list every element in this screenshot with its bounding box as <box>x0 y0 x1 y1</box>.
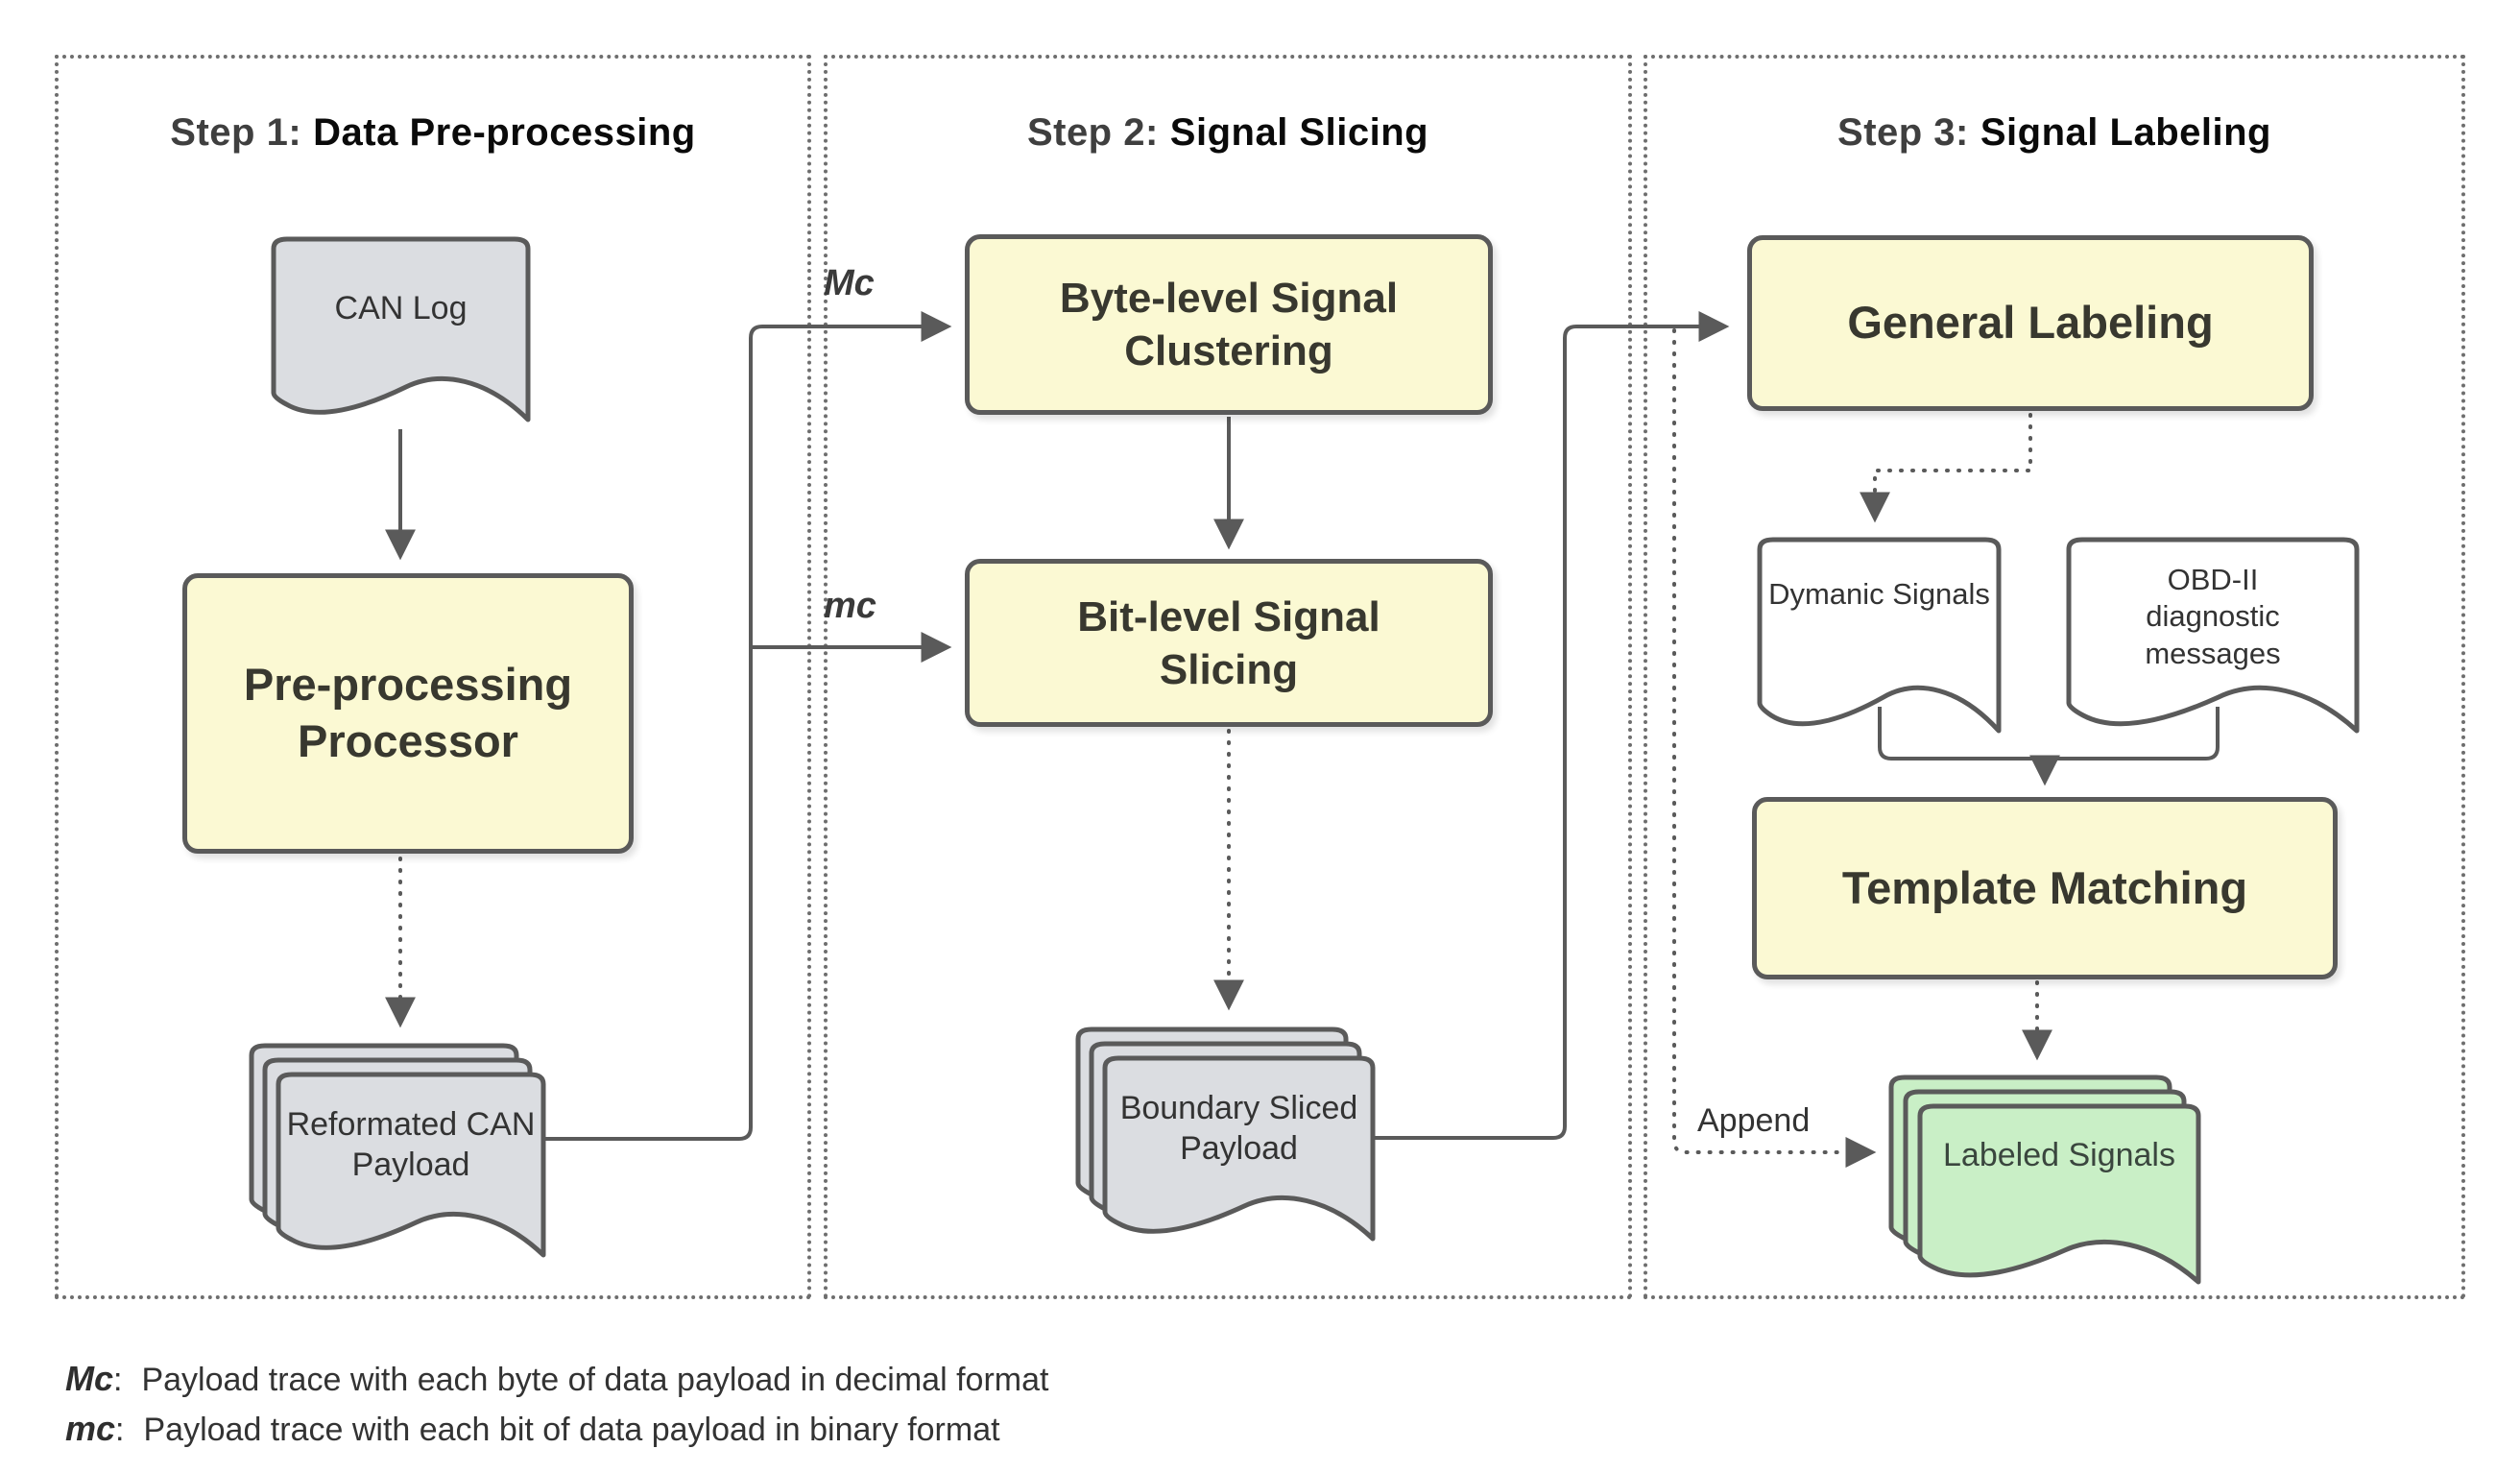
node-preprocessing-processor-label: Pre-processing Processor <box>243 659 573 766</box>
step3-title: Step 3: Signal Labeling <box>1644 111 2465 155</box>
node-template-matching-label: Template Matching <box>1841 861 2248 913</box>
legend-term-mc: mc <box>65 1409 116 1448</box>
node-preprocessing-processor: Pre-processing Processor <box>182 573 634 854</box>
node-reformated-payload-label: Reformated CAN Payload <box>286 1106 536 1184</box>
step1-title: Step 1: Data Pre-processing <box>55 111 811 155</box>
step2-title-prefix: Step 2: <box>1026 111 1159 154</box>
node-bit-level-slicing: Bit-level Signal Slicing <box>965 559 1493 727</box>
node-general-labeling-label: General Labeling <box>1847 297 2214 349</box>
node-general-labeling: General Labeling <box>1747 235 2314 411</box>
legend-row-Mc: Mc: Payload trace with each byte of data … <box>65 1354 1048 1404</box>
node-dynamic-signals-label: Dymanic Signals <box>1768 577 1990 611</box>
node-boundary-payload-label: Boundary Sliced Payload <box>1119 1090 1358 1168</box>
step3-title-text: Signal Labeling <box>1980 111 2271 154</box>
node-bit-level-slicing-label: Bit-level Signal Slicing <box>1077 592 1380 693</box>
step3-title-prefix: Step 3: <box>1837 111 1969 154</box>
node-byte-level-clustering-label: Byte-level Signal Clustering <box>1059 275 1399 374</box>
node-obd-messages-text: OBD-II diagnostic messages <box>2145 563 2281 670</box>
node-can-log-label: CAN Log <box>334 290 468 326</box>
node-obd-messages-label: OBD-II diagnostic messages <box>2069 562 2357 672</box>
edge-label-append: Append <box>1697 1102 1811 1139</box>
step2-title: Step 2:Signal Slicing <box>824 111 1632 155</box>
legend-colon: : <box>115 1412 125 1448</box>
legend-desc-mc: Payload trace with each bit of data payl… <box>143 1412 1000 1448</box>
legend-colon: : <box>113 1362 123 1398</box>
edge-label-Mc: Mc <box>824 263 875 303</box>
step1-title-text: Data Pre-processing <box>313 111 696 154</box>
node-template-matching: Template Matching <box>1752 797 2338 979</box>
legend-term-Mc: Mc <box>65 1359 114 1398</box>
edge-label-mc: mc <box>824 586 876 626</box>
legend-row-mc: mc: Payload trace with each bit of data p… <box>65 1404 1048 1454</box>
node-byte-level-clustering: Byte-level Signal Clustering <box>965 234 1493 415</box>
node-labeled-signals-label: Labeled Signals <box>1943 1137 2175 1173</box>
step1-title-prefix: Step 1: <box>170 111 302 154</box>
legend: Mc: Payload trace with each byte of data … <box>65 1354 1048 1454</box>
legend-desc-Mc: Payload trace with each byte of data pay… <box>141 1362 1049 1398</box>
step2-title-text: Signal Slicing <box>1169 111 1429 154</box>
